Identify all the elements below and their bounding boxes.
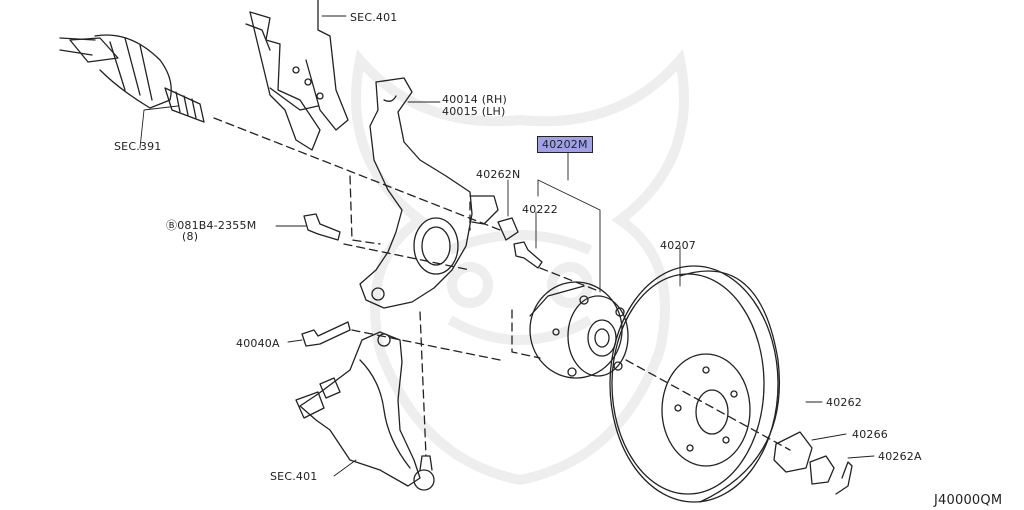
label-40015-lh[interactable]: 40015 (LH) xyxy=(442,105,506,118)
bolt-081b4-2355m xyxy=(303,213,341,241)
label-40262[interactable]: 40262 xyxy=(826,396,862,409)
washer-40266 xyxy=(809,455,835,485)
steering-knuckle xyxy=(359,77,499,309)
label-sec401-bottom[interactable]: SEC.401 xyxy=(270,470,318,483)
nut-40262n xyxy=(497,217,519,241)
nut-40262 xyxy=(773,431,813,473)
label-sec391[interactable]: SEC.391 xyxy=(114,140,162,153)
label-081b4-2355m[interactable]: Ⓑ081B4-2355M xyxy=(166,219,257,232)
cotter-pin-40262a xyxy=(835,461,853,495)
brake-rotor xyxy=(609,265,780,503)
lower-control-arm xyxy=(295,331,435,491)
label-081b4-quantity: (8) xyxy=(182,230,199,243)
bolt-40040a xyxy=(301,321,351,347)
label-40202m-highlighted[interactable]: 40202M xyxy=(537,136,593,153)
drive-shaft xyxy=(59,34,205,123)
assembly-lines xyxy=(213,117,791,457)
fasteners xyxy=(301,213,853,495)
diagram-code: J40000QM xyxy=(934,493,1003,508)
label-40040a[interactable]: 40040A xyxy=(236,337,280,350)
label-40262a[interactable]: 40262A xyxy=(878,450,922,463)
hub-bolt-40222 xyxy=(513,241,543,269)
label-sec401-top[interactable]: SEC.401 xyxy=(350,11,398,24)
label-40207[interactable]: 40207 xyxy=(660,239,696,252)
label-40014-rh[interactable]: 40014 (RH) xyxy=(442,93,507,106)
label-40222[interactable]: 40222 xyxy=(522,203,558,216)
strut-assembly xyxy=(245,0,349,151)
label-40266[interactable]: 40266 xyxy=(852,428,888,441)
leader-lines xyxy=(139,15,875,477)
label-40262n[interactable]: 40262N xyxy=(476,168,521,181)
